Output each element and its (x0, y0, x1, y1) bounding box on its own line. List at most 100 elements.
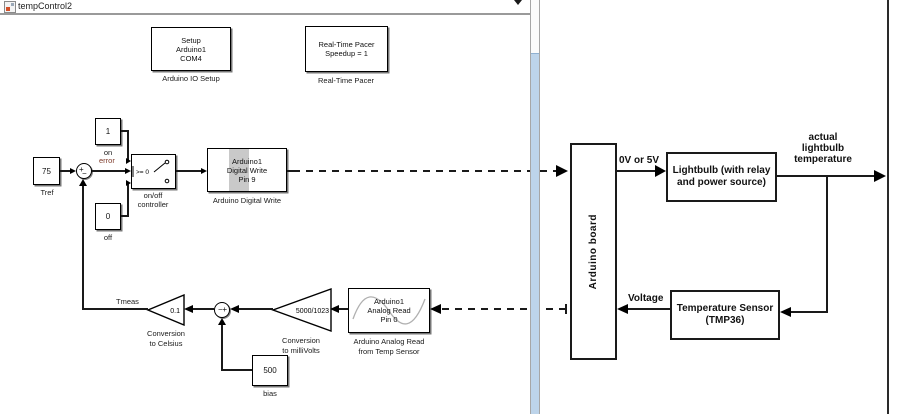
wire-arrowhead (230, 305, 239, 313)
block-constant-bias[interactable]: 500 (252, 355, 288, 386)
block-text: COM4 (180, 53, 202, 63)
sum-sign-plus: + (222, 305, 227, 314)
block-label-gain-mv-1: Conversion (282, 336, 320, 345)
wire (221, 323, 223, 371)
window-right-border (887, 0, 889, 414)
block-label-switch-1: on/off (143, 191, 163, 200)
block-lightbulb: Lightbulb (with relay and power source) (666, 152, 777, 202)
wire-arrowhead (655, 165, 666, 177)
sum-sign-minus: − (218, 305, 223, 314)
block-label-pacer: Real-Time Pacer (318, 76, 374, 85)
sine-wave-icon (352, 296, 426, 325)
block-label-gain-mv-2: to milliVolts (282, 346, 320, 355)
block-text: Analog Read (367, 306, 411, 315)
wire (92, 170, 126, 172)
block-label-analog-read-2: from Temp Sensor (358, 347, 420, 356)
block-label-bias: bias (263, 389, 277, 398)
block-constant-on[interactable]: 1 (95, 118, 121, 145)
gain-value: 5000/1023 (296, 308, 329, 315)
wire (60, 170, 72, 172)
wire (82, 185, 84, 310)
block-text: Digital Write (226, 165, 268, 175)
block-text: Arduino1 (175, 44, 207, 54)
wire (192, 308, 214, 310)
wire (617, 170, 658, 172)
signal-label-tmeas: Tmeas (116, 297, 139, 306)
sum-sign-plus: + (79, 165, 84, 174)
wire-arrowhead (126, 180, 131, 186)
block-text: Setup (181, 35, 201, 45)
tab-model-title[interactable]: tempControl2 (18, 1, 73, 11)
wire (83, 308, 148, 310)
wire (121, 130, 129, 132)
block-arduino-io-setup[interactable]: Setup Arduino1 COM4 (151, 27, 231, 71)
wire (287, 170, 293, 172)
constant-value: 75 (42, 166, 51, 176)
wire-port-tick (565, 304, 567, 314)
block-sum-bias[interactable]: − + (214, 302, 230, 318)
tab-separator (0, 13, 530, 15)
wire (790, 311, 828, 313)
wire-dashed (293, 170, 556, 172)
temp-sensor-text-2: (TMP36) (705, 315, 745, 326)
wire-arrowhead (70, 168, 76, 174)
block-gain-celsius[interactable]: 0.1 (146, 294, 186, 326)
block-analog-read[interactable]: Arduino1 Analog Read Pin 0 (348, 288, 430, 333)
lightbulb-text-1: Lightbulb (with relay (672, 165, 771, 176)
block-text: Speedup = 1 (325, 49, 368, 58)
wire-arrowhead (201, 168, 207, 174)
scrollbar-thumb[interactable] (531, 53, 539, 414)
block-label-gain-c-2: to Celsius (149, 339, 183, 348)
chevron-down-icon[interactable] (514, 0, 522, 5)
wire-arrowhead (780, 307, 791, 317)
block-label-analog-read-1: Arduino Analog Read (353, 337, 425, 346)
sum-sign-minus: − (82, 169, 87, 178)
constant-value: 0 (105, 212, 111, 221)
block-constant-tref[interactable]: 75 (33, 157, 60, 185)
wire (826, 177, 828, 313)
constant-value: 500 (263, 366, 277, 375)
wire (222, 369, 252, 371)
block-arduino-board: Arduino board (570, 143, 617, 360)
arduino-board-label: Arduino board (587, 213, 599, 290)
wire-arrowhead (79, 179, 87, 186)
wire (121, 215, 129, 217)
lightbulb-text-2: and power source) (677, 177, 766, 188)
signal-label-voltage: Voltage (628, 293, 664, 304)
block-label-tref: Tref (40, 188, 54, 197)
block-icon-band (229, 149, 249, 191)
block-label-switch-2: controller (137, 200, 169, 209)
wire-arrowhead (184, 305, 193, 313)
block-sum-error[interactable]: + − (76, 163, 92, 179)
wire-arrowhead (330, 305, 339, 313)
block-constant-off[interactable]: 0 (95, 203, 121, 230)
constant-value: 1 (105, 127, 111, 136)
block-label-io-setup: Arduino IO Setup (162, 74, 220, 83)
tab-bar (0, 0, 530, 13)
block-text: Pin 0 (380, 315, 398, 324)
block-digital-write[interactable]: Arduino1 Digital Write Pin 9 (207, 148, 287, 192)
block-realtime-pacer[interactable]: Real-Time Pacer Speedup = 1 (305, 26, 388, 72)
wire (626, 308, 670, 310)
wire-arrowhead (125, 168, 131, 174)
block-text: Pin 9 (238, 174, 256, 184)
wire (238, 308, 273, 310)
wire (176, 170, 202, 172)
block-label-gain-c-1: Conversion (147, 329, 185, 338)
gain-value: 0.1 (170, 308, 180, 315)
block-label-on: on (103, 148, 113, 157)
wire-arrowhead (874, 170, 886, 182)
wire (127, 183, 129, 217)
temp-sensor-text-1: Temperature Sensor (676, 303, 774, 314)
wire (127, 130, 129, 161)
block-switch[interactable]: >= 0 (131, 154, 176, 189)
block-text: Arduino1 (231, 156, 263, 166)
wire-arrowhead (617, 304, 628, 314)
signal-label-0v-5v: 0V or 5V (619, 155, 660, 166)
block-gain-millivolts[interactable]: 5000/1023 (271, 288, 333, 333)
block-label-off: off (103, 233, 113, 242)
vertical-scrollbar[interactable] (530, 0, 540, 414)
wire-arrowhead (430, 304, 441, 314)
switch-criteria: >= 0 (136, 169, 149, 176)
